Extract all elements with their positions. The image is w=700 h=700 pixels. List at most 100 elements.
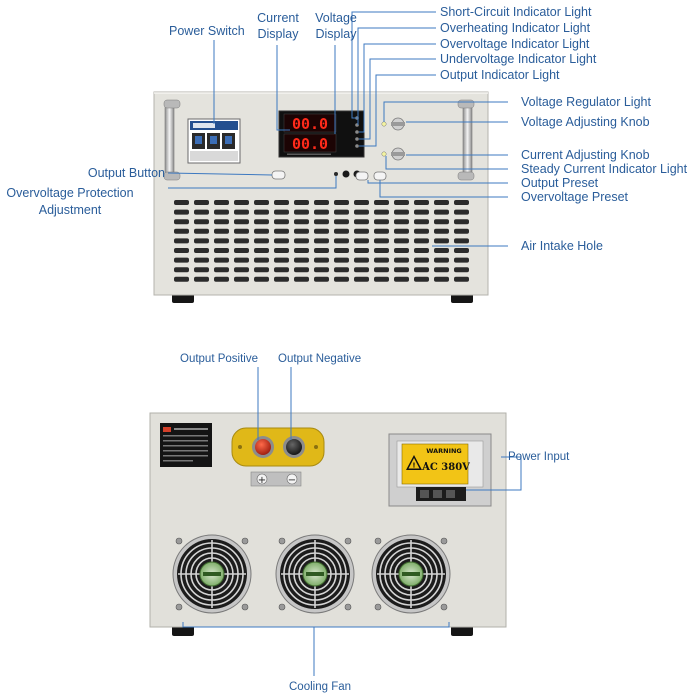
left-handle[interactable] [163,99,181,181]
power-switch[interactable] [187,118,241,164]
voltage-adjusting-knob[interactable] [391,117,405,131]
vent-slot [354,219,369,225]
vent-slot [174,219,189,225]
label-overheating-indicator: Overheating Indicator Light [440,21,591,35]
label-overvoltage-preset: Overvoltage Preset [521,190,628,204]
vent-slot [174,200,189,205]
svg-text:!: ! [412,462,415,470]
label-voltage-display-line2: Display [315,27,357,41]
vent-slot [434,209,449,215]
vent-slot [334,209,349,215]
polarity-plus: + [258,475,266,486]
vent-slot [334,238,349,244]
vent-slot [194,257,209,263]
vent-slot [334,267,349,273]
vent-slot [214,257,229,263]
vent-slot [194,248,209,253]
vent-slot [374,257,389,263]
vent-slot [394,267,409,273]
vent-slot [254,267,269,273]
output-positive-terminal[interactable] [255,439,271,455]
undervoltage-indicator-light [355,137,359,141]
label-overvoltage-indicator: Overvoltage Indicator Light [440,37,590,51]
vent-slot [314,238,329,244]
vent-slot [234,276,249,282]
polarity-label: + − [250,471,302,487]
label-current-display-line2: Display [257,27,299,41]
vent-slot [434,200,449,205]
vent-slot [354,200,369,205]
vent-slot [234,209,249,215]
overvoltage-protection-adjustment[interactable] [334,172,338,176]
vent-slot [374,219,389,225]
vent-slot [354,267,369,273]
vent-slot [214,200,229,205]
vent-slot [454,257,469,263]
air-intake-holes [174,200,469,282]
polarity-minus: − [288,475,296,486]
vent-slot [274,267,289,273]
vent-slot [274,209,289,215]
voltage-display-value: 00.0 [292,135,328,153]
vent-slot [414,200,429,205]
vent-slot [214,209,229,215]
overvoltage-preset-button[interactable] [373,171,387,181]
vent-slot [454,267,469,273]
vent-slot [334,219,349,225]
output-button[interactable] [271,170,286,180]
vent-slot [174,238,189,244]
vent-slot [234,248,249,253]
vent-slot [174,267,189,273]
vent-slot [214,276,229,282]
output-preset-button[interactable] [355,171,369,181]
cooling-fan [172,534,252,614]
label-current-adjusting-knob: Current Adjusting Knob [521,148,650,162]
cooling-fan [371,534,451,614]
vent-slot [354,276,369,282]
display-module: 00.0 00.0 [278,110,365,158]
vent-slot [254,228,269,234]
label-undervoltage-indicator: Undervoltage Indicator Light [440,52,597,66]
current-display-value: 00.0 [292,115,328,133]
vent-slot [314,257,329,263]
vent-slot [334,200,349,205]
vent-slot [454,200,469,205]
cooling-fan [275,534,355,614]
vent-slot [234,257,249,263]
front-chassis: 00.0 00.0 [153,91,489,303]
leader-lines [167,11,522,676]
vent-slot [434,276,449,282]
vent-slot [274,276,289,282]
vent-slot [214,219,229,225]
label-voltage-display: Voltage Display [309,11,363,41]
cooling-fans [172,534,451,614]
vent-slot [174,228,189,234]
output-negative-terminal[interactable] [286,439,302,455]
vent-slot [234,228,249,234]
vent-slot [254,200,269,205]
vent-slot [194,219,209,225]
vent-slot [194,209,209,215]
current-adjusting-knob[interactable] [391,147,405,161]
vent-slot [294,276,309,282]
vent-slot [274,228,289,234]
vent-slot [234,238,249,244]
vent-slot [414,267,429,273]
vent-slot [454,248,469,253]
vent-slot [174,248,189,253]
label-cooling-fan: Cooling Fan [289,681,352,693]
vent-slot [254,257,269,263]
vent-slot [414,209,429,215]
vent-slot [294,219,309,225]
vent-slot [194,267,209,273]
vent-slot [414,276,429,282]
vent-slot [334,248,349,253]
vent-slot [174,209,189,215]
vent-slot [434,238,449,244]
vent-slot [354,209,369,215]
vent-slot [294,267,309,273]
vent-slot [194,276,209,282]
label-ovp-line2: Adjustment [38,203,102,217]
vent-slot [454,209,469,215]
